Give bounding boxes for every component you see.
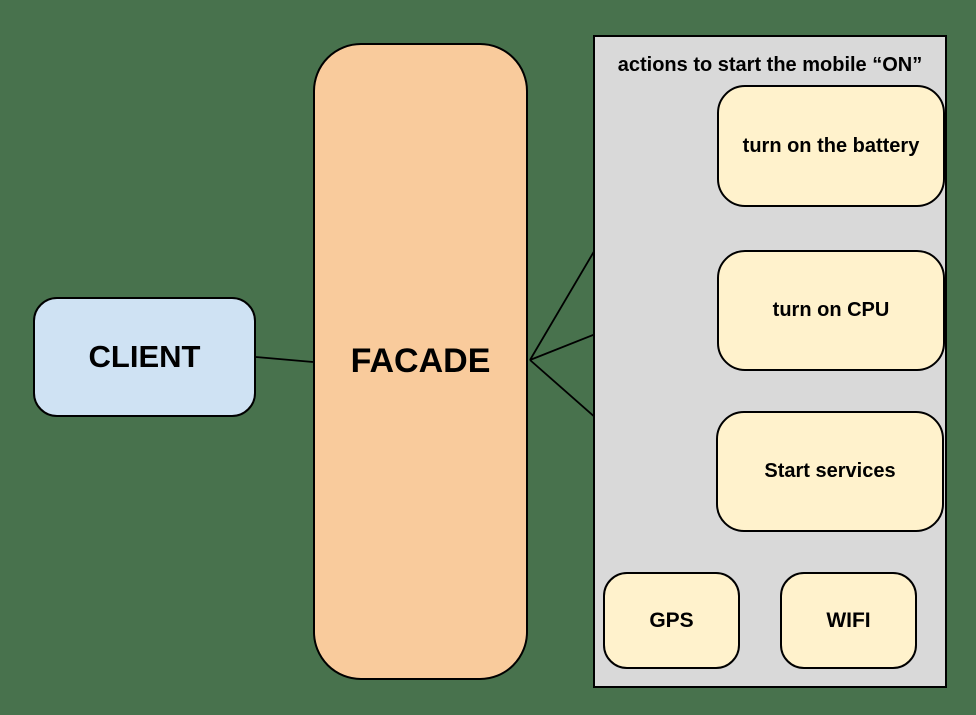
- service-node-wifi: WIFI: [780, 572, 917, 669]
- action-node-start-services: Start services: [716, 411, 944, 532]
- service-node-label: GPS: [649, 608, 694, 632]
- action-node-turn-on-battery: turn on the battery: [717, 85, 945, 207]
- action-node-turn-on-cpu: turn on CPU: [717, 250, 945, 371]
- facade-node: FACADE: [313, 43, 528, 680]
- client-node: CLIENT: [33, 297, 256, 417]
- actions-panel-title: actions to start the mobile “ON”: [617, 54, 923, 76]
- service-node-gps: GPS: [603, 572, 740, 669]
- service-node-label: WIFI: [826, 608, 871, 632]
- facade-node-label: FACADE: [350, 342, 491, 380]
- client-node-label: CLIENT: [88, 339, 201, 374]
- action-node-label: turn on the battery: [742, 134, 920, 157]
- action-node-label: Start services: [764, 460, 896, 482]
- action-node-label: turn on CPU: [772, 299, 890, 321]
- connector-client-facade: [255, 356, 314, 363]
